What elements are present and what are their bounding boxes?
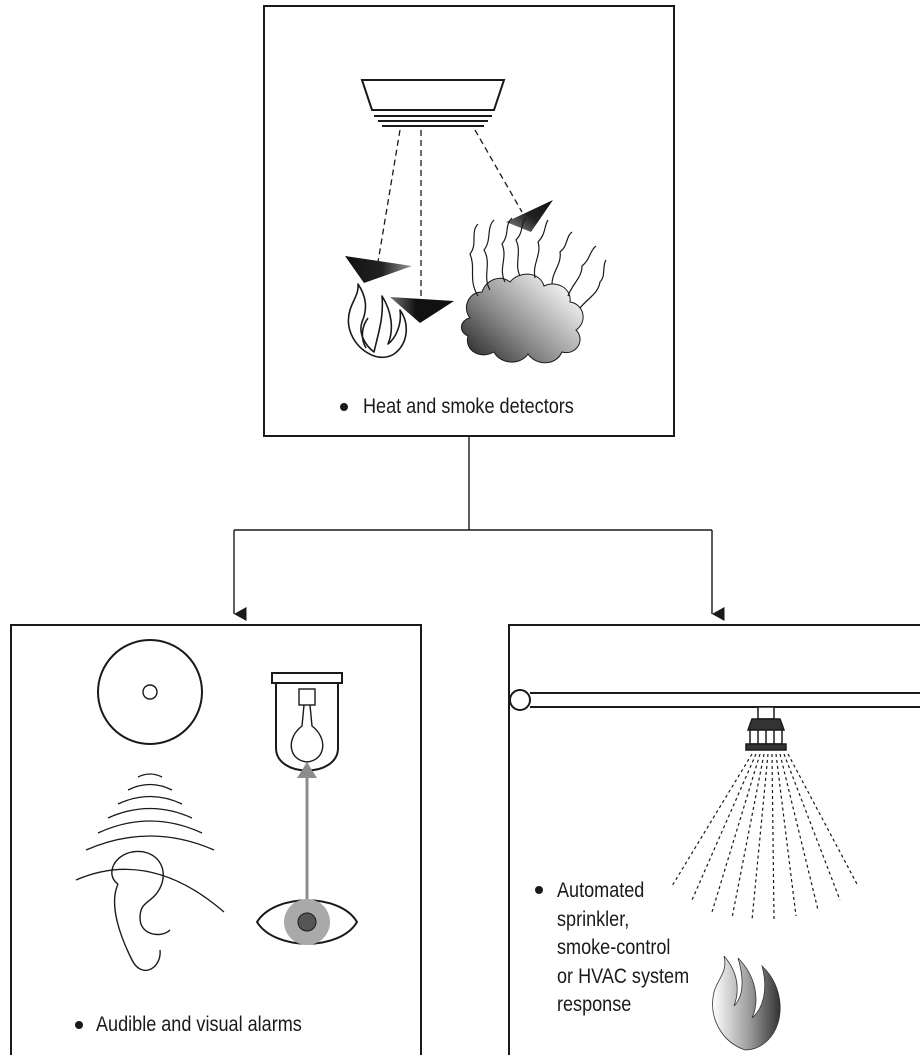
- siren-speaker-icon: [97, 639, 203, 745]
- connector-lines: [233, 436, 725, 621]
- smoke-detector-icon: [360, 79, 506, 127]
- water-spray-icon: [671, 753, 859, 921]
- alarms-box: [10, 624, 422, 1055]
- fire-flame-icon: [347, 283, 407, 359]
- response-caption-line: smoke-control: [557, 936, 671, 959]
- alarms-caption: Audible and visual alarms: [96, 1013, 302, 1036]
- smoke-cloud-icon: [461, 217, 607, 364]
- strobe-lamp-icon: [271, 672, 343, 772]
- alarms-bullet: [75, 1021, 83, 1029]
- ear-icon: [111, 850, 171, 972]
- response-caption: Automated sprinkler, smoke-control or HV…: [557, 877, 689, 1020]
- eye-icon: [255, 899, 359, 945]
- response-box: [508, 624, 920, 1055]
- sprinkler-pipe-icon: [509, 689, 920, 711]
- response-caption-line: response: [557, 993, 632, 1016]
- detectors-caption: Heat and smoke detectors: [363, 395, 574, 418]
- response-bullet: [535, 886, 543, 894]
- response-caption-line: Automated: [557, 879, 645, 902]
- sound-waves-icon: [75, 773, 225, 913]
- response-caption-line: or HVAC system: [557, 964, 690, 988]
- detection-beams: [377, 129, 523, 300]
- fire-flame-icon: [712, 955, 781, 1051]
- detectors-box: [263, 5, 675, 437]
- response-caption-line: sprinkler,: [557, 907, 630, 931]
- detectors-bullet: [340, 403, 348, 411]
- sight-arrow: [297, 762, 317, 778]
- detection-pointers: [345, 200, 553, 323]
- sprinkler-head-icon: [745, 706, 787, 751]
